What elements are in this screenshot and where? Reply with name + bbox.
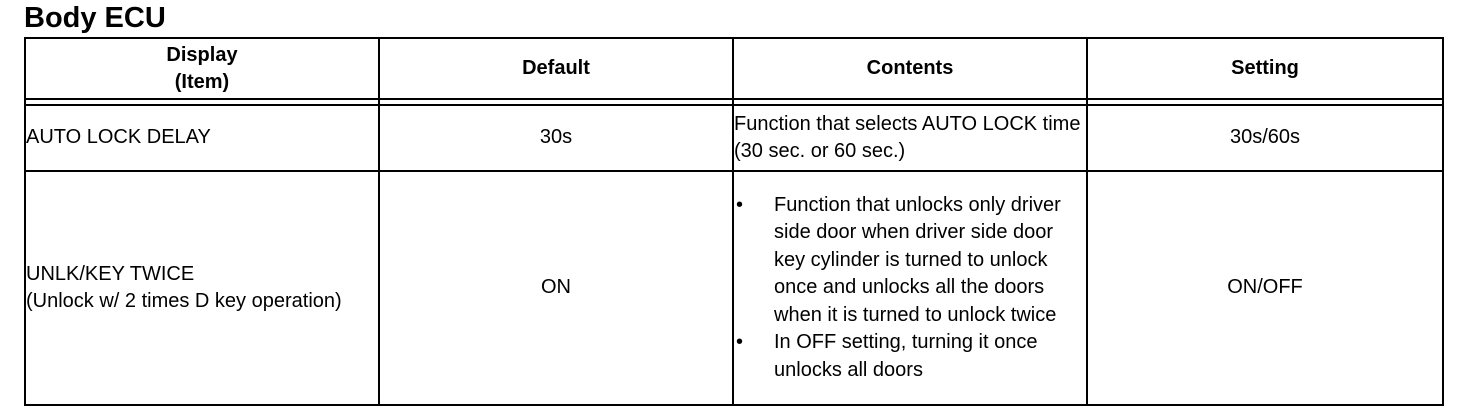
header-separator-cell — [378, 98, 734, 106]
item-description: (Unlock w/ 2 times D key operation) — [26, 290, 342, 312]
header-separator-cell — [732, 98, 1088, 106]
contents-cell: Function that selects AUTO LOCK time (30… — [732, 104, 1088, 172]
contents-bullet-item: Function that unlocks only driver side d… — [734, 192, 1086, 330]
item-cell: AUTO LOCK DELAY — [24, 104, 380, 172]
header-display-item: Display (Item) — [24, 37, 380, 100]
header-display-label: Display — [166, 43, 238, 66]
setting-cell: ON/OFF — [1086, 170, 1444, 406]
table-row: UNLK/KEY TWICE (Unlock w/ 2 times D key … — [24, 170, 1444, 406]
contents-bullet-item: In OFF setting, turning it once unlocks … — [734, 329, 1086, 384]
contents-bullet-list: Function that unlocks only driver side d… — [734, 192, 1086, 385]
contents-cell: Function that unlocks only driver side d… — [732, 170, 1088, 406]
header-separator-cell — [24, 98, 380, 106]
item-cell: UNLK/KEY TWICE (Unlock w/ 2 times D key … — [24, 170, 380, 406]
header-setting: Setting — [1086, 37, 1444, 100]
page-title: Body ECU — [24, 2, 166, 34]
default-cell: 30s — [378, 104, 734, 172]
header-contents: Contents — [732, 37, 1088, 100]
default-cell: ON — [378, 170, 734, 406]
header-item-label: (Item) — [174, 70, 230, 93]
body-ecu-table: Display (Item) Default Contents Setting … — [24, 37, 1444, 406]
header-separator-row — [24, 98, 1444, 106]
item-name: UNLK/KEY TWICE — [26, 262, 195, 285]
table-header-row: Display (Item) Default Contents Setting — [24, 37, 1444, 100]
setting-cell: 30s/60s — [1086, 104, 1444, 172]
table-row: AUTO LOCK DELAY 30s Function that select… — [24, 104, 1444, 172]
header-default: Default — [378, 37, 734, 100]
header-separator-cell — [1086, 98, 1444, 106]
